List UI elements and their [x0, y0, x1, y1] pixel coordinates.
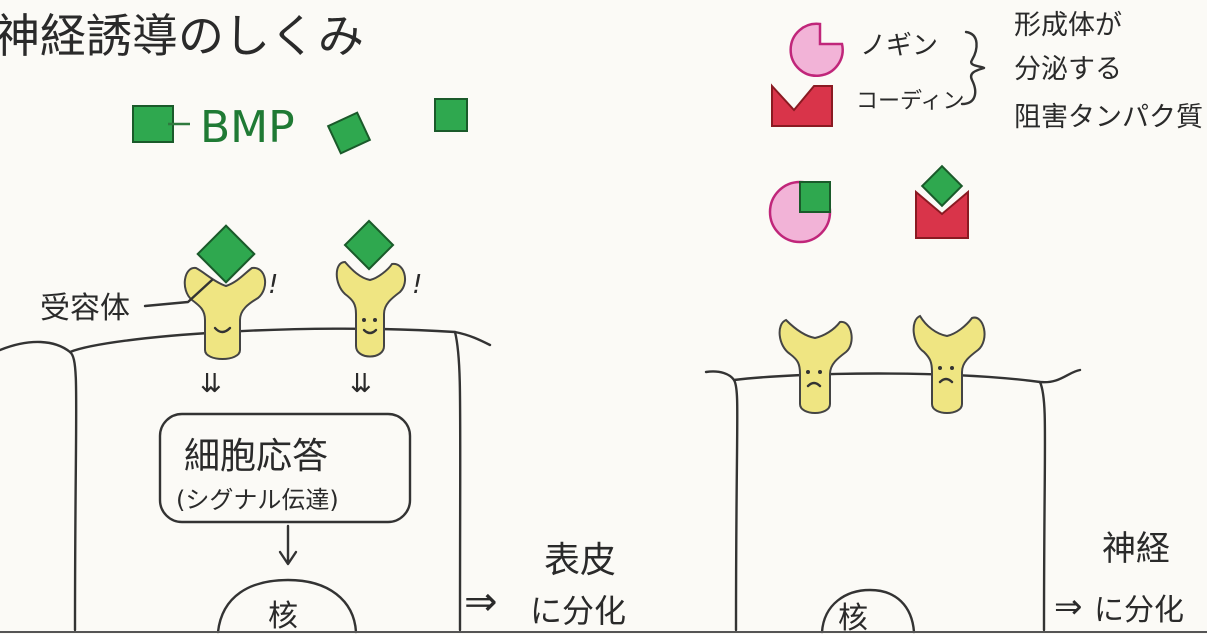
left-cell: ! ! 受容体 ⇊ ⇊ 細胞応答 (シグナル伝達) 核 ⇒ 表皮 に分化 [0, 219, 626, 634]
inhibitor-brace [960, 30, 986, 106]
right-result-line2: に分化 [1094, 593, 1184, 628]
nucleus-label-right: 核 [838, 601, 868, 634]
left-cell-membrane [68, 327, 492, 354]
left-result-line1: 表皮 [544, 540, 616, 581]
receptor-frown [938, 377, 954, 384]
result-arrow-left: ⇒ [464, 579, 498, 625]
response-box-line2: (シグナル伝達) [176, 486, 339, 514]
bmp-legend: BMP [132, 98, 468, 155]
right-cell: 核 神経 ⇒ に分化 [704, 314, 1184, 634]
signal-arrow-1: ⇊ [200, 369, 222, 399]
right-cell-wall-left [704, 370, 739, 632]
response-box-line1: 細胞応答 [184, 436, 328, 477]
receptor-frown [806, 381, 822, 388]
receptor-right-2 [912, 314, 986, 414]
response-box [158, 412, 412, 524]
result-arrow-right: ⇒ [1054, 587, 1083, 627]
inhibitor-note-line3: 阻害タンパク質 [1014, 102, 1203, 133]
receptor-label: 受容体 [40, 291, 130, 326]
receptor-eye [373, 318, 377, 322]
inhibitor-note-line2: 分泌する [1014, 54, 1122, 85]
right-cell-wall-right [1038, 380, 1047, 632]
nucleus-arrow [278, 524, 298, 566]
left-result-line2: に分化 [530, 592, 626, 630]
receptor-smile [213, 326, 232, 334]
nucleus-left [216, 578, 358, 634]
noggin-legend-icon [789, 22, 844, 78]
nucleus-label-left: 核 [268, 599, 298, 634]
inhibitor-legend: ノギン コーディン 形成体が 分泌する 阻害タンパク質 [771, 10, 1203, 133]
chordin-legend-icon [771, 83, 833, 127]
diagram-title: 神経誘導のしくみ [0, 9, 364, 63]
nucleus-right [820, 588, 916, 634]
receptor-right-1 [778, 318, 853, 414]
exclaim-2: ! [412, 270, 422, 300]
left-cell-wall-right [453, 330, 462, 632]
inhibitor-note-line1: 形成体が [1014, 10, 1122, 41]
chordin-label: コーディン [856, 89, 964, 114]
bmp-floating-1 [326, 111, 372, 155]
bmp-floating-2 [434, 98, 468, 132]
receptor-smile [362, 328, 378, 335]
bmp-label: BMP [200, 102, 295, 153]
receptor-pointer [143, 278, 214, 308]
exclaim-1: ! [268, 270, 278, 300]
bmp-bound-left-1 [196, 224, 256, 284]
receptor-left-1 [183, 224, 267, 360]
left-cell-outer-left [0, 340, 78, 632]
noggin-bmp-complex [768, 180, 832, 244]
bmp-bound-left-2 [343, 219, 395, 271]
noggin-label: ノギン [860, 31, 938, 61]
signal-arrow-2: ⇊ [350, 369, 372, 399]
chordin-bmp-complex [915, 164, 969, 239]
right-cell-membrane [732, 368, 1082, 384]
right-result-line1: 神経 [1102, 529, 1170, 569]
receptor-left-2 [335, 219, 407, 358]
receptor-eye [362, 318, 366, 322]
bmp-legend-square [132, 105, 174, 143]
